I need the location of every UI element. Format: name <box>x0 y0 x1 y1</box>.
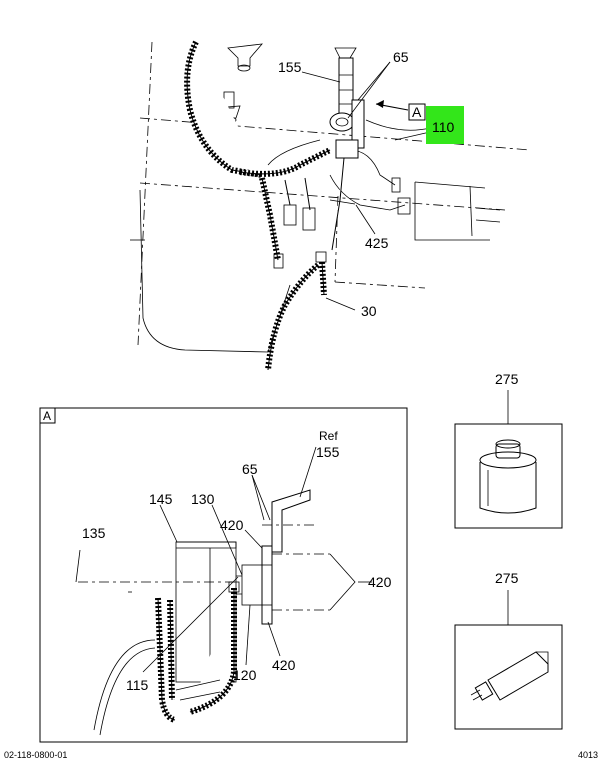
footer-page-code: 4013 <box>578 750 598 760</box>
detail-view-a: A <box>39 407 408 743</box>
main-view: 155 65 425 30 A 110 <box>130 40 531 371</box>
part-275-tube: 275 <box>454 570 563 730</box>
detail-label-box <box>39 407 56 424</box>
callout-275-can: 275 <box>495 371 519 387</box>
wire-harness-lower <box>265 251 327 371</box>
callout-420-right: 420 <box>368 574 392 590</box>
can-frame <box>454 423 563 529</box>
callout-420-top: 420 <box>220 517 244 533</box>
callout-425: 425 <box>365 235 389 251</box>
sealant-tube-icon <box>470 651 549 701</box>
detail-label: A <box>43 409 51 423</box>
callout-detail-155: 155 <box>316 444 340 460</box>
mounting-bolt-top <box>227 43 263 72</box>
retainer-plate-420 <box>261 545 273 625</box>
callout-110-highlight[interactable] <box>426 106 464 144</box>
callout-155: 155 <box>278 59 302 75</box>
callout-145: 145 <box>149 491 173 507</box>
tube-frame <box>454 624 563 730</box>
callout-420-bottom: 420 <box>272 657 296 673</box>
callout-275-tube: 275 <box>495 570 519 586</box>
callout-135: 135 <box>82 525 106 541</box>
footer-drawing-code: 02-118-0800-01 <box>4 750 67 760</box>
callout-130: 130 <box>191 491 215 507</box>
callout-detail-65: 65 <box>242 461 258 477</box>
part-275-can: 275 <box>454 371 563 529</box>
view-reference-label: A <box>412 104 422 120</box>
callout-115: 115 <box>126 677 149 693</box>
callout-30: 30 <box>361 303 377 319</box>
leader-lines-detail <box>142 446 372 673</box>
sealant-can-icon <box>479 439 537 514</box>
detail-harness <box>93 581 240 736</box>
callout-120: 120 <box>233 667 257 683</box>
callout-110: 110 <box>432 119 455 135</box>
callout-65: 65 <box>393 49 409 65</box>
wire-harness-main <box>184 40 411 269</box>
view-reference-box <box>408 103 426 121</box>
callout-ref: Ref <box>319 429 338 443</box>
leader-lines-main <box>301 61 431 311</box>
